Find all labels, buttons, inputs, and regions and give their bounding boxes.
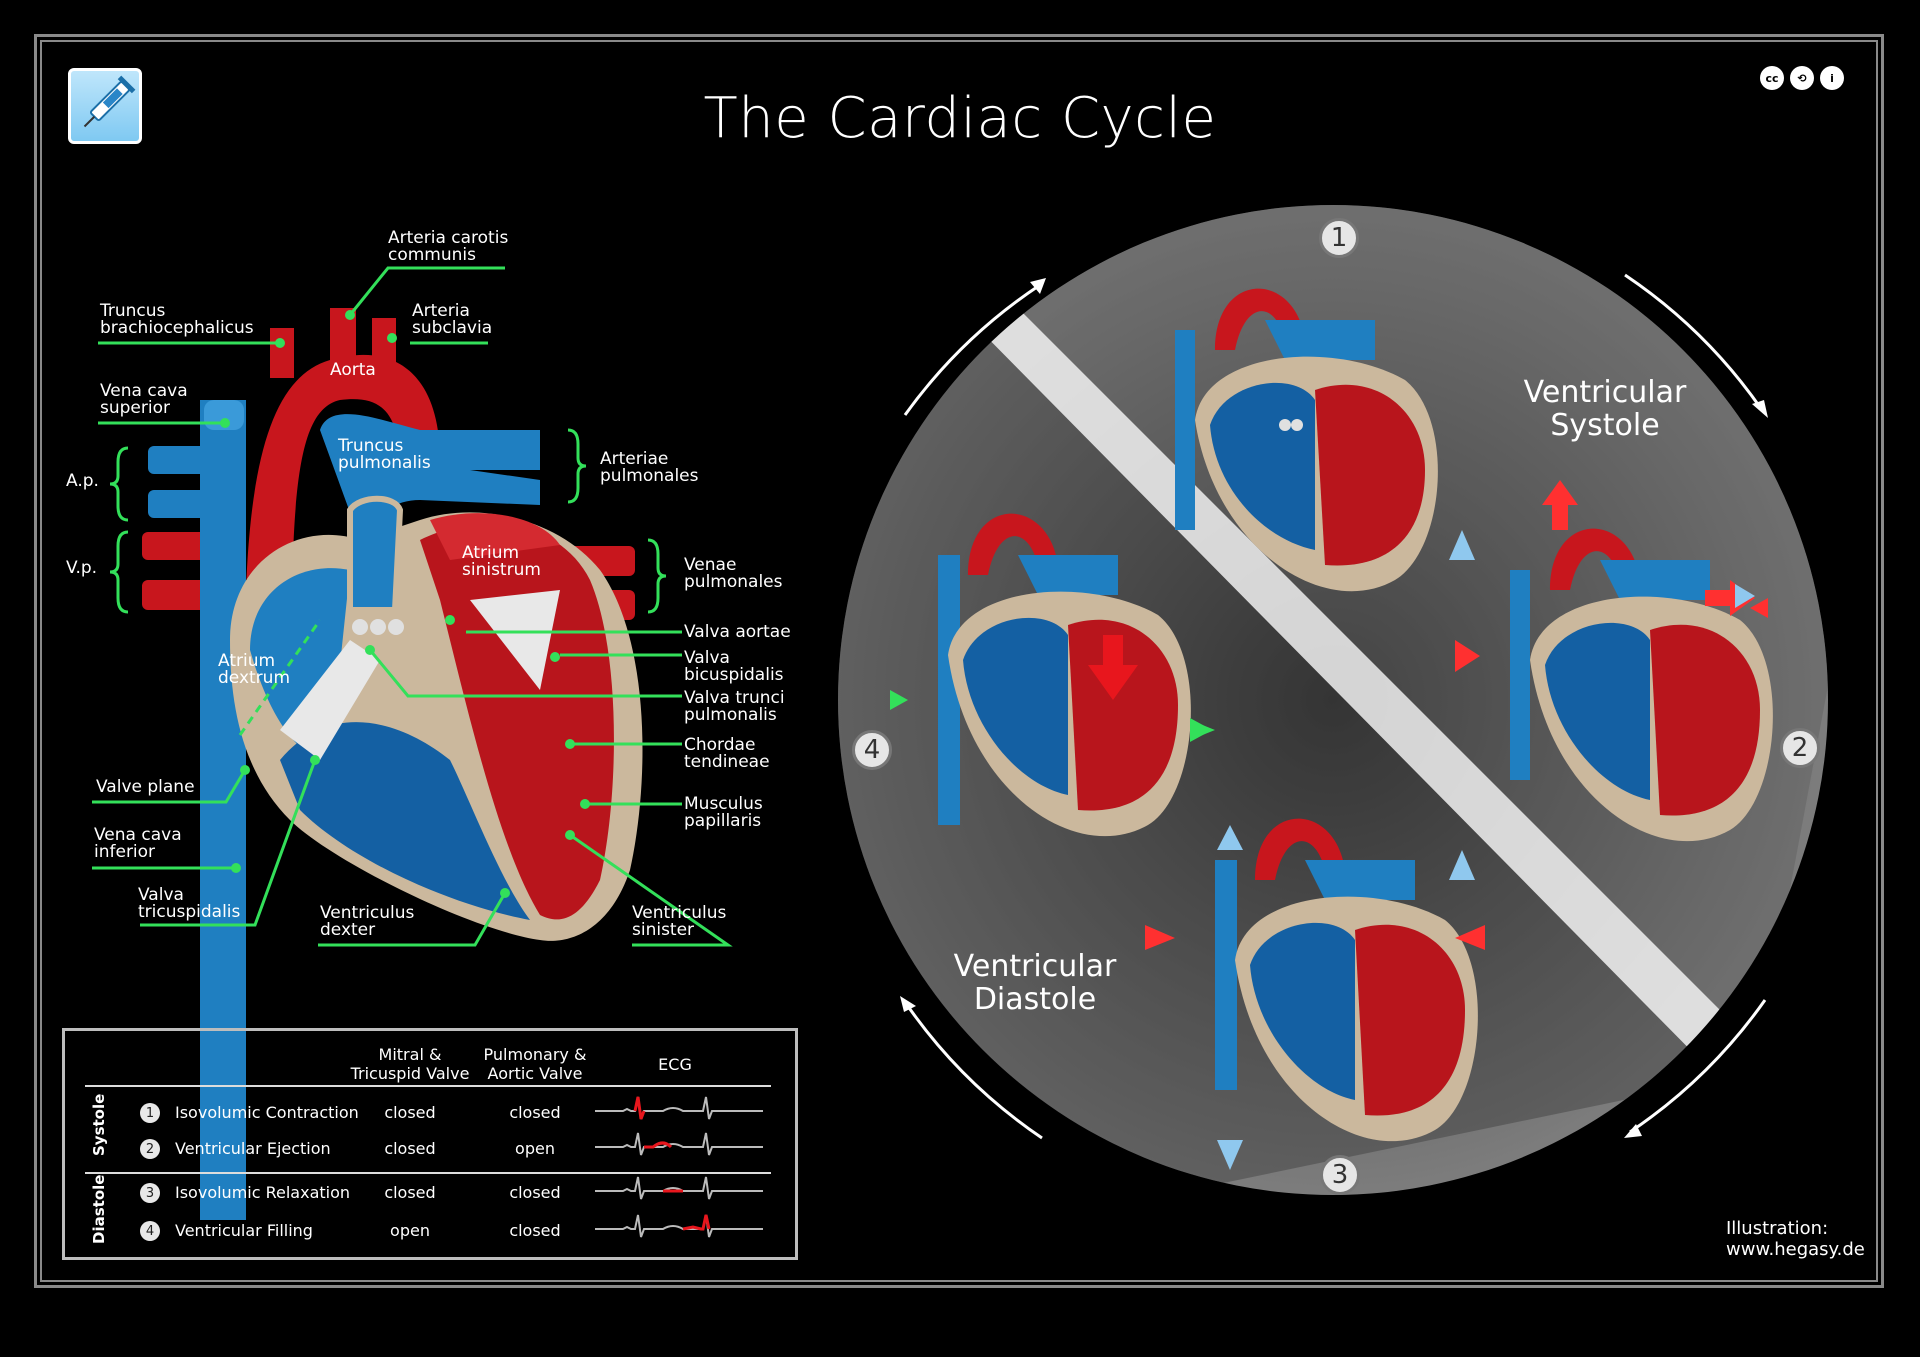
ecg-trace-3 — [595, 1176, 763, 1200]
label-chordae: Chordae tendineae — [684, 735, 770, 772]
outer-frame — [34, 34, 1884, 1288]
label-atrium-sinistrum: Atrium sinistrum — [462, 543, 541, 580]
label-arteria-carotis: Arteria carotis communis — [388, 228, 509, 265]
label-valva-aortae: Valva aortae — [684, 622, 791, 642]
mini-heart-3 — [1215, 818, 1478, 1142]
row-phase-2: Ventricular Ejection — [175, 1139, 331, 1158]
label-ap: A.p. — [66, 471, 99, 491]
ecg-trace-1 — [595, 1096, 763, 1120]
row-pulmonary-2: open — [515, 1139, 555, 1158]
label-ventricular-diastole: Ventricular Diastole — [953, 949, 1117, 1017]
valve-plane-shape — [280, 640, 380, 760]
label-vp: V.p. — [66, 558, 98, 578]
col-header-pulmonary: Pulmonary & Aortic Valve — [483, 1045, 587, 1083]
row-pulmonary-4: closed — [509, 1221, 561, 1240]
table-divider — [85, 1172, 771, 1174]
label-aorta: Aorta — [330, 360, 376, 380]
row-mitral-4: open — [390, 1221, 430, 1240]
share-alike-icon: ⟲ — [1790, 66, 1814, 90]
mini-heart-4 — [938, 513, 1191, 837]
row-number-2: 2 — [140, 1139, 160, 1159]
phase-number-3: 3 — [1320, 1155, 1360, 1195]
valve-plane-line — [238, 619, 322, 736]
cc-icon: cc — [1760, 66, 1784, 90]
aorta-arch — [244, 354, 440, 720]
page-title: The Cardiac Cycle — [703, 86, 1217, 151]
col-header-mitral: Mitral & Tricuspid Valve — [350, 1045, 470, 1083]
label-vena-cava-inferior: Vena cava inferior — [94, 825, 182, 862]
left-ventricle-shape — [420, 523, 614, 920]
license-badges: cc ⟲ i — [1760, 66, 1844, 90]
label-atrium-dextrum: Atrium dextrum — [218, 651, 291, 688]
label-ventriculus-dexter: Ventriculus dexter — [320, 903, 415, 940]
vessel-vp-lower — [142, 580, 212, 610]
flow-arrow-icon — [1455, 640, 1480, 672]
phase-number-2: 2 — [1780, 728, 1820, 768]
label-arteriae-pulmonales: Arteriae pulmonales — [600, 449, 699, 486]
cycle-circle — [838, 205, 1828, 1195]
row-phase-4: Ventricular Filling — [175, 1221, 313, 1240]
label-musculus: Musculus papillaris — [684, 794, 763, 831]
label-truncus-brachio: Truncus brachiocephalicus — [100, 301, 254, 338]
mini-heart-1 — [1175, 288, 1438, 592]
ecg-trace-2 — [595, 1132, 763, 1156]
label-valva-tricuspidalis: Valva tricuspidalis — [138, 885, 241, 922]
row-pulmonary-1: closed — [509, 1103, 561, 1122]
label-valva-trunci: Valva trunci pulmonalis — [684, 688, 785, 725]
cycle-arrow-icon — [1752, 400, 1768, 418]
row-number-1: 1 — [140, 1103, 160, 1123]
table-divider — [85, 1085, 771, 1087]
row-mitral-2: closed — [384, 1139, 436, 1158]
cycle-arrow-icon — [1030, 278, 1046, 294]
illustration-credit: Illustration: www.hegasy.de — [1726, 1218, 1865, 1260]
col-header-ecg: ECG — [658, 1055, 692, 1074]
label-valve-plane: Valve plane — [96, 777, 195, 797]
group-label-diastole: Diastole — [90, 1174, 108, 1244]
label-vena-cava-superior: Vena cava superior — [100, 381, 188, 418]
label-arteria-subclavia: Arteria subclavia — [412, 301, 493, 338]
flow-arrow-icon — [1449, 530, 1475, 560]
flow-arrow-icon — [1542, 480, 1578, 530]
mini-heart-2 — [1510, 528, 1773, 842]
row-number-4: 4 — [140, 1221, 160, 1241]
row-mitral-1: closed — [384, 1103, 436, 1122]
label-truncus-pulmonalis: Truncus pulmonalis — [338, 436, 431, 473]
phase-table: Mitral & Tricuspid Valve Pulmonary & Aor… — [62, 1028, 798, 1260]
cycle-arrow-icon — [900, 996, 916, 1012]
row-pulmonary-3: closed — [509, 1183, 561, 1202]
row-phase-3: Isovolumic Relaxation — [175, 1183, 351, 1202]
label-venae-pulmonales: Venae pulmonales — [684, 555, 783, 592]
cycle-arrow-icon — [1624, 1124, 1642, 1138]
syringe-logo-icon — [68, 68, 142, 144]
label-ventricular-systole: Ventricular Systole — [1523, 375, 1687, 443]
row-number-3: 3 — [140, 1183, 160, 1203]
ecg-trace-4 — [595, 1214, 763, 1238]
phase-number-1: 1 — [1319, 218, 1359, 258]
inner-frame — [40, 40, 1878, 1282]
row-phase-1: Isovolumic Contraction — [175, 1103, 359, 1122]
label-valva-bicuspidalis: Valva bicuspidalis — [684, 648, 784, 685]
ecg-traces — [595, 1096, 763, 1238]
vessel-vp-upper — [142, 532, 212, 560]
phase-number-4: 4 — [852, 730, 892, 770]
row-mitral-3: closed — [384, 1183, 436, 1202]
phase-divider — [960, 280, 1760, 1080]
vena-cava — [200, 400, 246, 1220]
label-ventriculus-sinister: Ventriculus sinister — [632, 903, 727, 940]
group-label-systole: Systole — [90, 1093, 108, 1156]
attribution-icon: i — [1820, 66, 1844, 90]
right-ventricle-shape — [280, 722, 530, 920]
left-atrium-shape — [430, 513, 560, 560]
